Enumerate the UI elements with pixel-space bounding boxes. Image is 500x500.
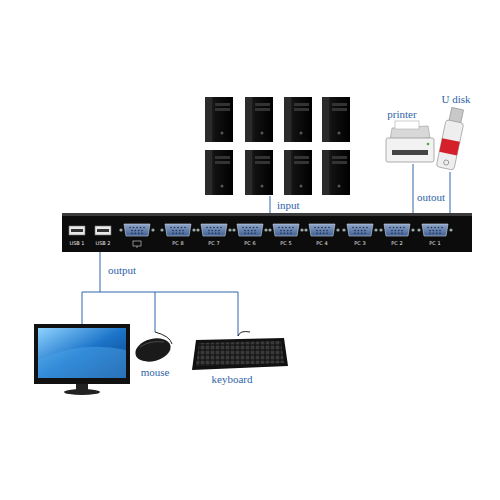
port-label: PC 6 [244, 241, 255, 246]
device-label: printer [386, 109, 417, 120]
port-label: USB 2 [95, 241, 110, 246]
port-label: PC 8 [172, 241, 183, 246]
device-label: U disk [440, 94, 471, 105]
port-label: PC 3 [354, 241, 365, 246]
device-label: mouse [140, 367, 171, 378]
device-label: output [107, 265, 137, 276]
port-label: PC 1 [429, 241, 440, 246]
port-label: USB 1 [69, 241, 84, 246]
port-label: PC 7 [208, 241, 219, 246]
device-label: input [276, 200, 301, 211]
computer-towers [205, 97, 350, 195]
port-label: PC 4 [316, 241, 327, 246]
kvm-switch: USB 1 USB 2 PC 8 PC 7 PC 6 PC 5 PC 4 PC 3 PC 2 PC… [62, 213, 472, 252]
device-label: keyboard [211, 374, 254, 385]
port-label: PC 2 [391, 241, 402, 246]
usb-disk-picture [436, 107, 466, 170]
printer-picture [386, 121, 434, 162]
monitor-picture [34, 324, 130, 395]
port-label: PC 5 [280, 241, 291, 246]
kvm-switch-body [62, 213, 472, 252]
device-label: outout [416, 192, 446, 203]
keyboard-picture [192, 332, 288, 371]
mouse-picture [133, 332, 173, 365]
